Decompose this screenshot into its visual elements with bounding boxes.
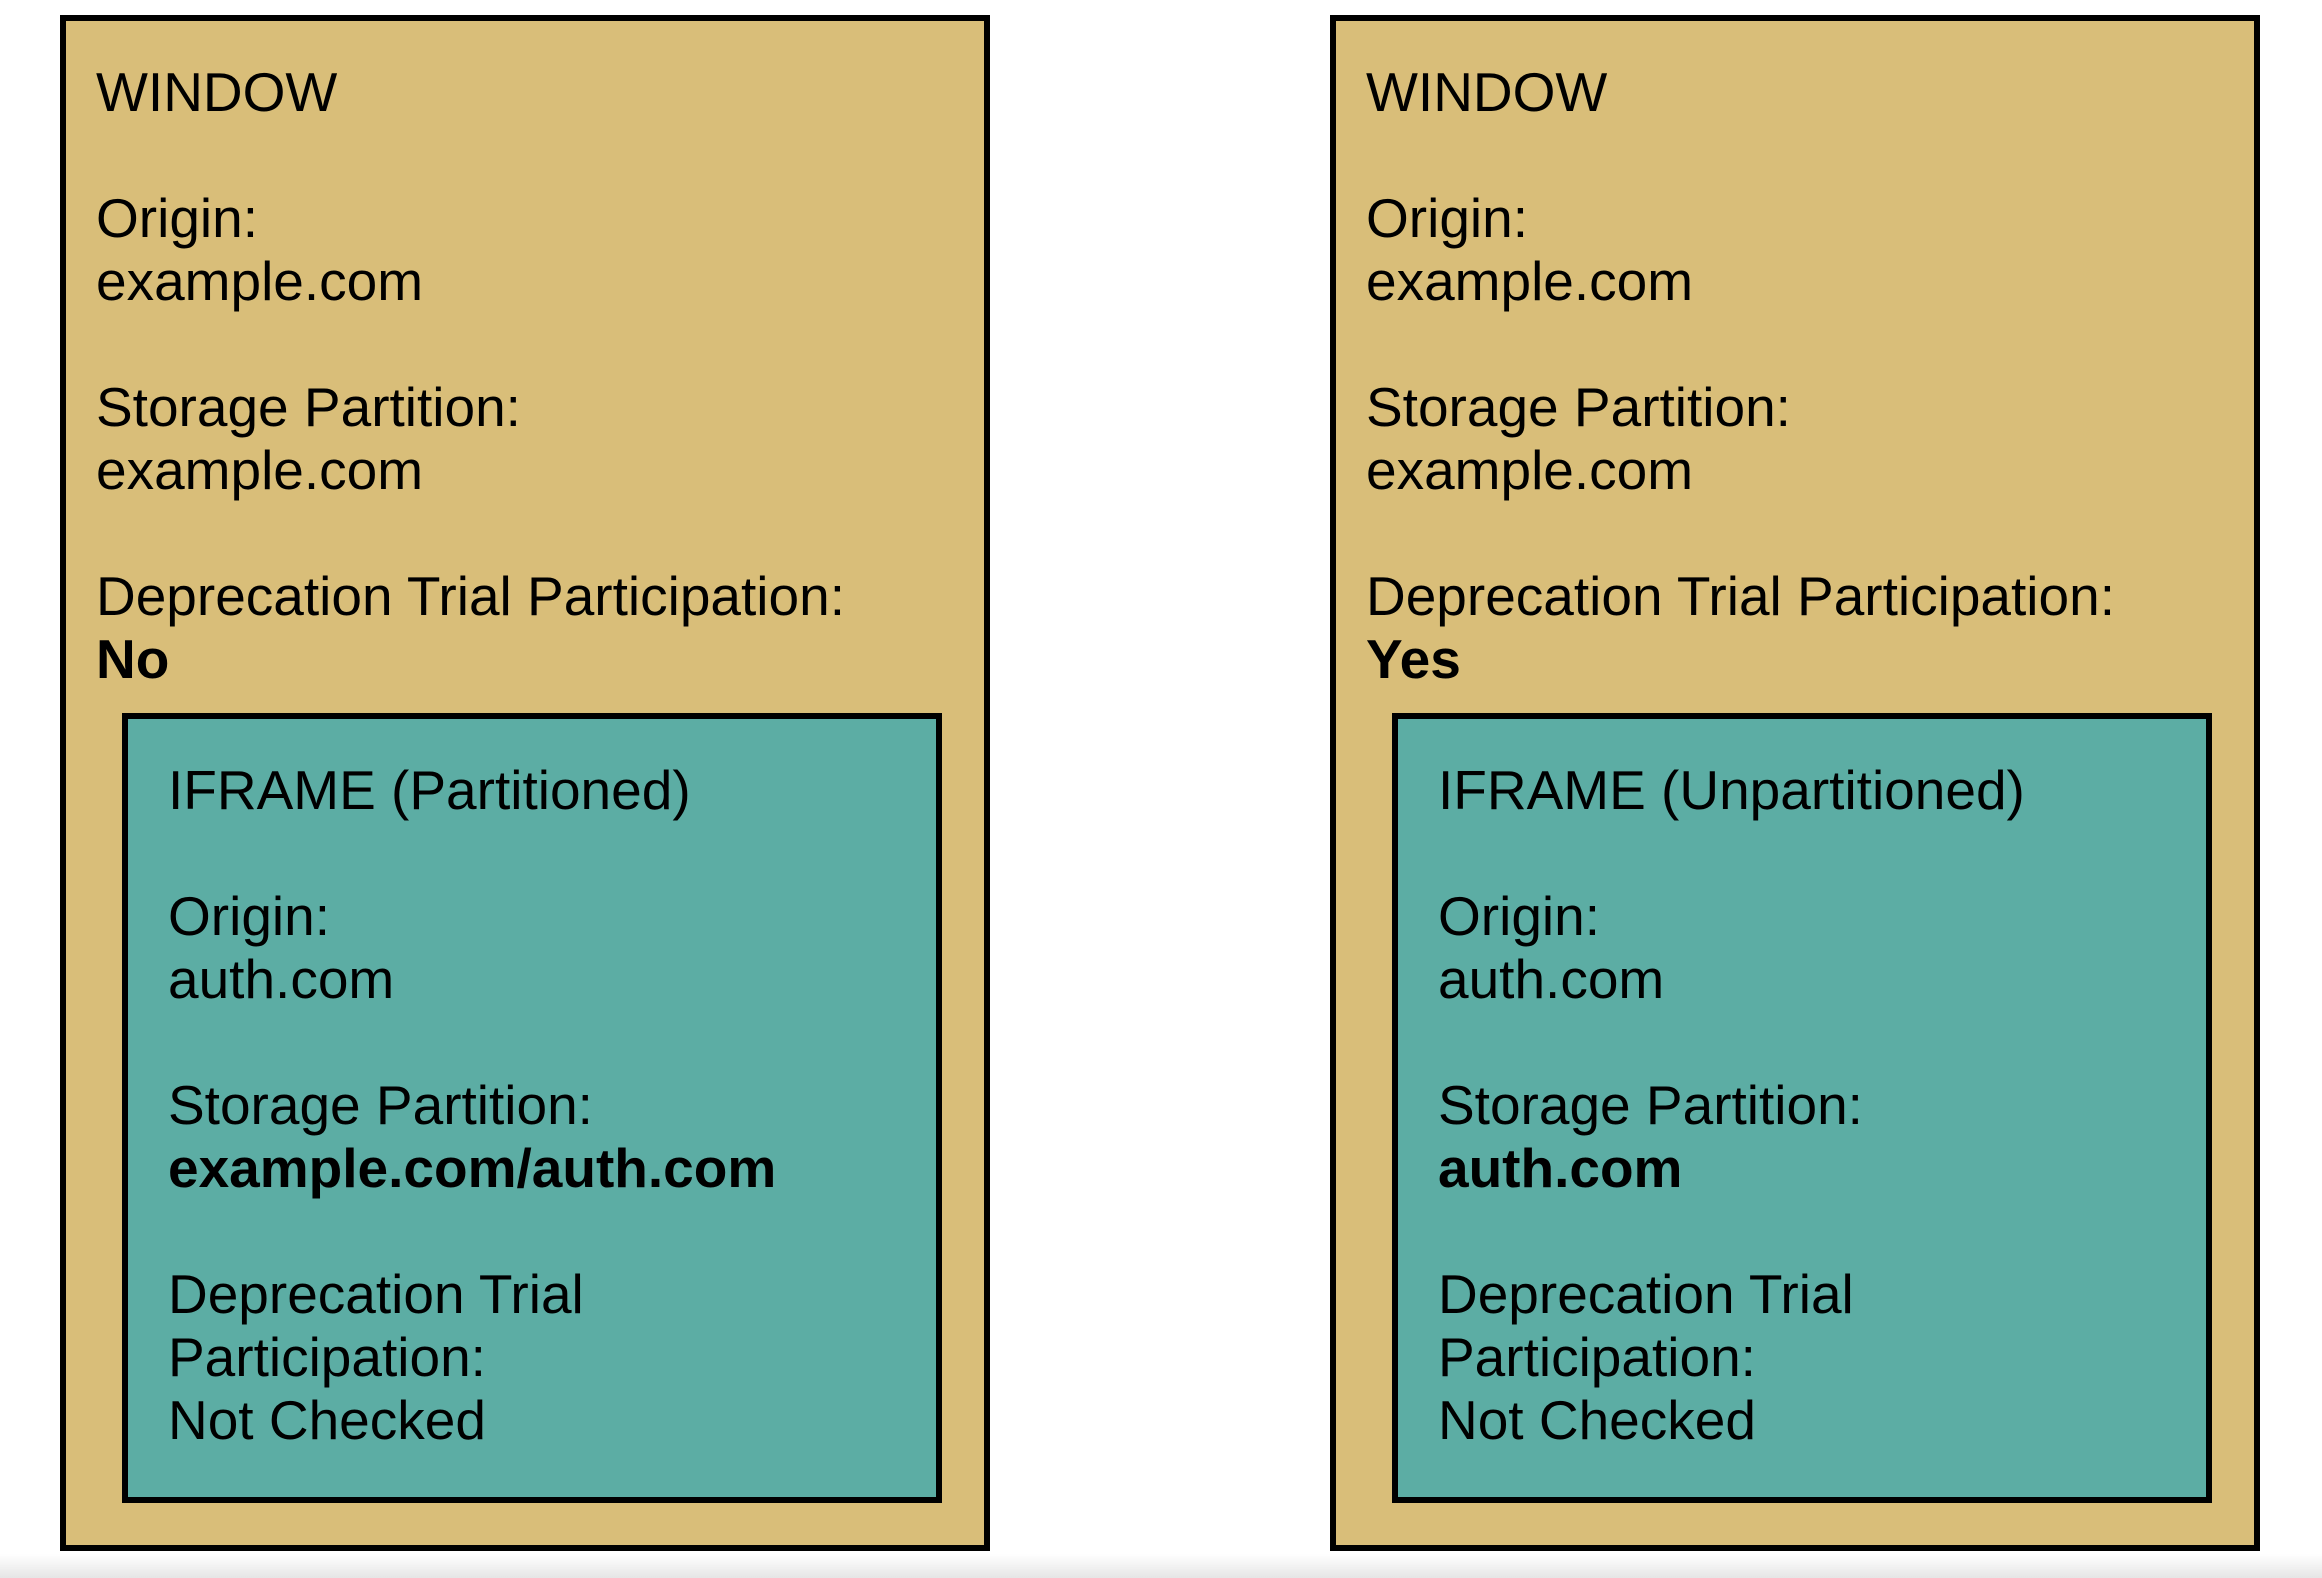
iframe-storage-partition-field: Storage Partition: example.com/auth.com — [168, 1074, 908, 1200]
origin-field: Origin: example.com — [96, 187, 956, 313]
page-bottom-shadow — [0, 1554, 2322, 1578]
window-title: WINDOW — [96, 61, 956, 124]
deprecation-trial-label: Deprecation Trial Participation: — [96, 565, 845, 627]
iframe-storage-partition-label: Storage Partition: — [168, 1074, 593, 1136]
storage-partition-field: Storage Partition: example.com — [1366, 376, 2226, 502]
deprecation-trial-field: Deprecation Trial Participation: Yes — [1366, 565, 2226, 691]
deprecation-trial-field: Deprecation Trial Participation: No — [96, 565, 956, 691]
iframe-deprecation-trial-value: Not Checked — [168, 1389, 486, 1451]
iframe-storage-partition-field: Storage Partition: auth.com — [1438, 1074, 2178, 1200]
iframe-storage-partition-value: auth.com — [1438, 1137, 1683, 1199]
window-title-label: WINDOW — [1366, 61, 1608, 123]
window-title: WINDOW — [1366, 61, 2226, 124]
iframe-deprecation-trial-label: Deprecation Trial Participation: — [1438, 1263, 1854, 1388]
iframe-origin-value: auth.com — [1438, 948, 1665, 1010]
iframe-title: IFRAME (Unpartitioned) — [1438, 759, 2178, 822]
iframe-deprecation-trial-field: Deprecation Trial Participation: Not Che… — [1438, 1263, 2178, 1452]
origin-field: Origin: example.com — [1366, 187, 2226, 313]
iframe-title-label: IFRAME (Unpartitioned) — [1438, 759, 2025, 821]
origin-label: Origin: — [96, 187, 258, 249]
iframe-title-label: IFRAME (Partitioned) — [168, 759, 691, 821]
iframe-title: IFRAME (Partitioned) — [168, 759, 908, 822]
iframe-deprecation-trial-label: Deprecation Trial Participation: — [168, 1263, 584, 1388]
iframe-deprecation-trial-value: Not Checked — [1438, 1389, 1756, 1451]
origin-label: Origin: — [1366, 187, 1528, 249]
deprecation-trial-value: Yes — [1366, 628, 1461, 690]
storage-partition-field: Storage Partition: example.com — [96, 376, 956, 502]
iframe-storage-partition-value: example.com/auth.com — [168, 1137, 777, 1199]
storage-partition-value: example.com — [96, 439, 424, 501]
window-box-left: WINDOW Origin: example.com Storage Parti… — [60, 15, 990, 1551]
storage-partition-label: Storage Partition: — [1366, 376, 1791, 438]
deprecation-trial-value: No — [96, 628, 170, 690]
window-box-right: WINDOW Origin: example.com Storage Parti… — [1330, 15, 2260, 1551]
deprecation-trial-label: Deprecation Trial Participation: — [1366, 565, 2115, 627]
iframe-origin-label: Origin: — [1438, 885, 1600, 947]
origin-value: example.com — [1366, 250, 1694, 312]
iframe-box-unpartitioned: IFRAME (Unpartitioned) Origin: auth.com … — [1392, 713, 2212, 1503]
iframe-origin-field: Origin: auth.com — [1438, 885, 2178, 1011]
window-title-label: WINDOW — [96, 61, 338, 123]
iframe-deprecation-trial-field: Deprecation Trial Participation: Not Che… — [168, 1263, 908, 1452]
iframe-origin-field: Origin: auth.com — [168, 885, 908, 1011]
storage-partition-label: Storage Partition: — [96, 376, 521, 438]
storage-partition-value: example.com — [1366, 439, 1694, 501]
iframe-storage-partition-label: Storage Partition: — [1438, 1074, 1863, 1136]
origin-value: example.com — [96, 250, 424, 312]
iframe-origin-value: auth.com — [168, 948, 395, 1010]
iframe-origin-label: Origin: — [168, 885, 330, 947]
iframe-box-partitioned: IFRAME (Partitioned) Origin: auth.com St… — [122, 713, 942, 1503]
